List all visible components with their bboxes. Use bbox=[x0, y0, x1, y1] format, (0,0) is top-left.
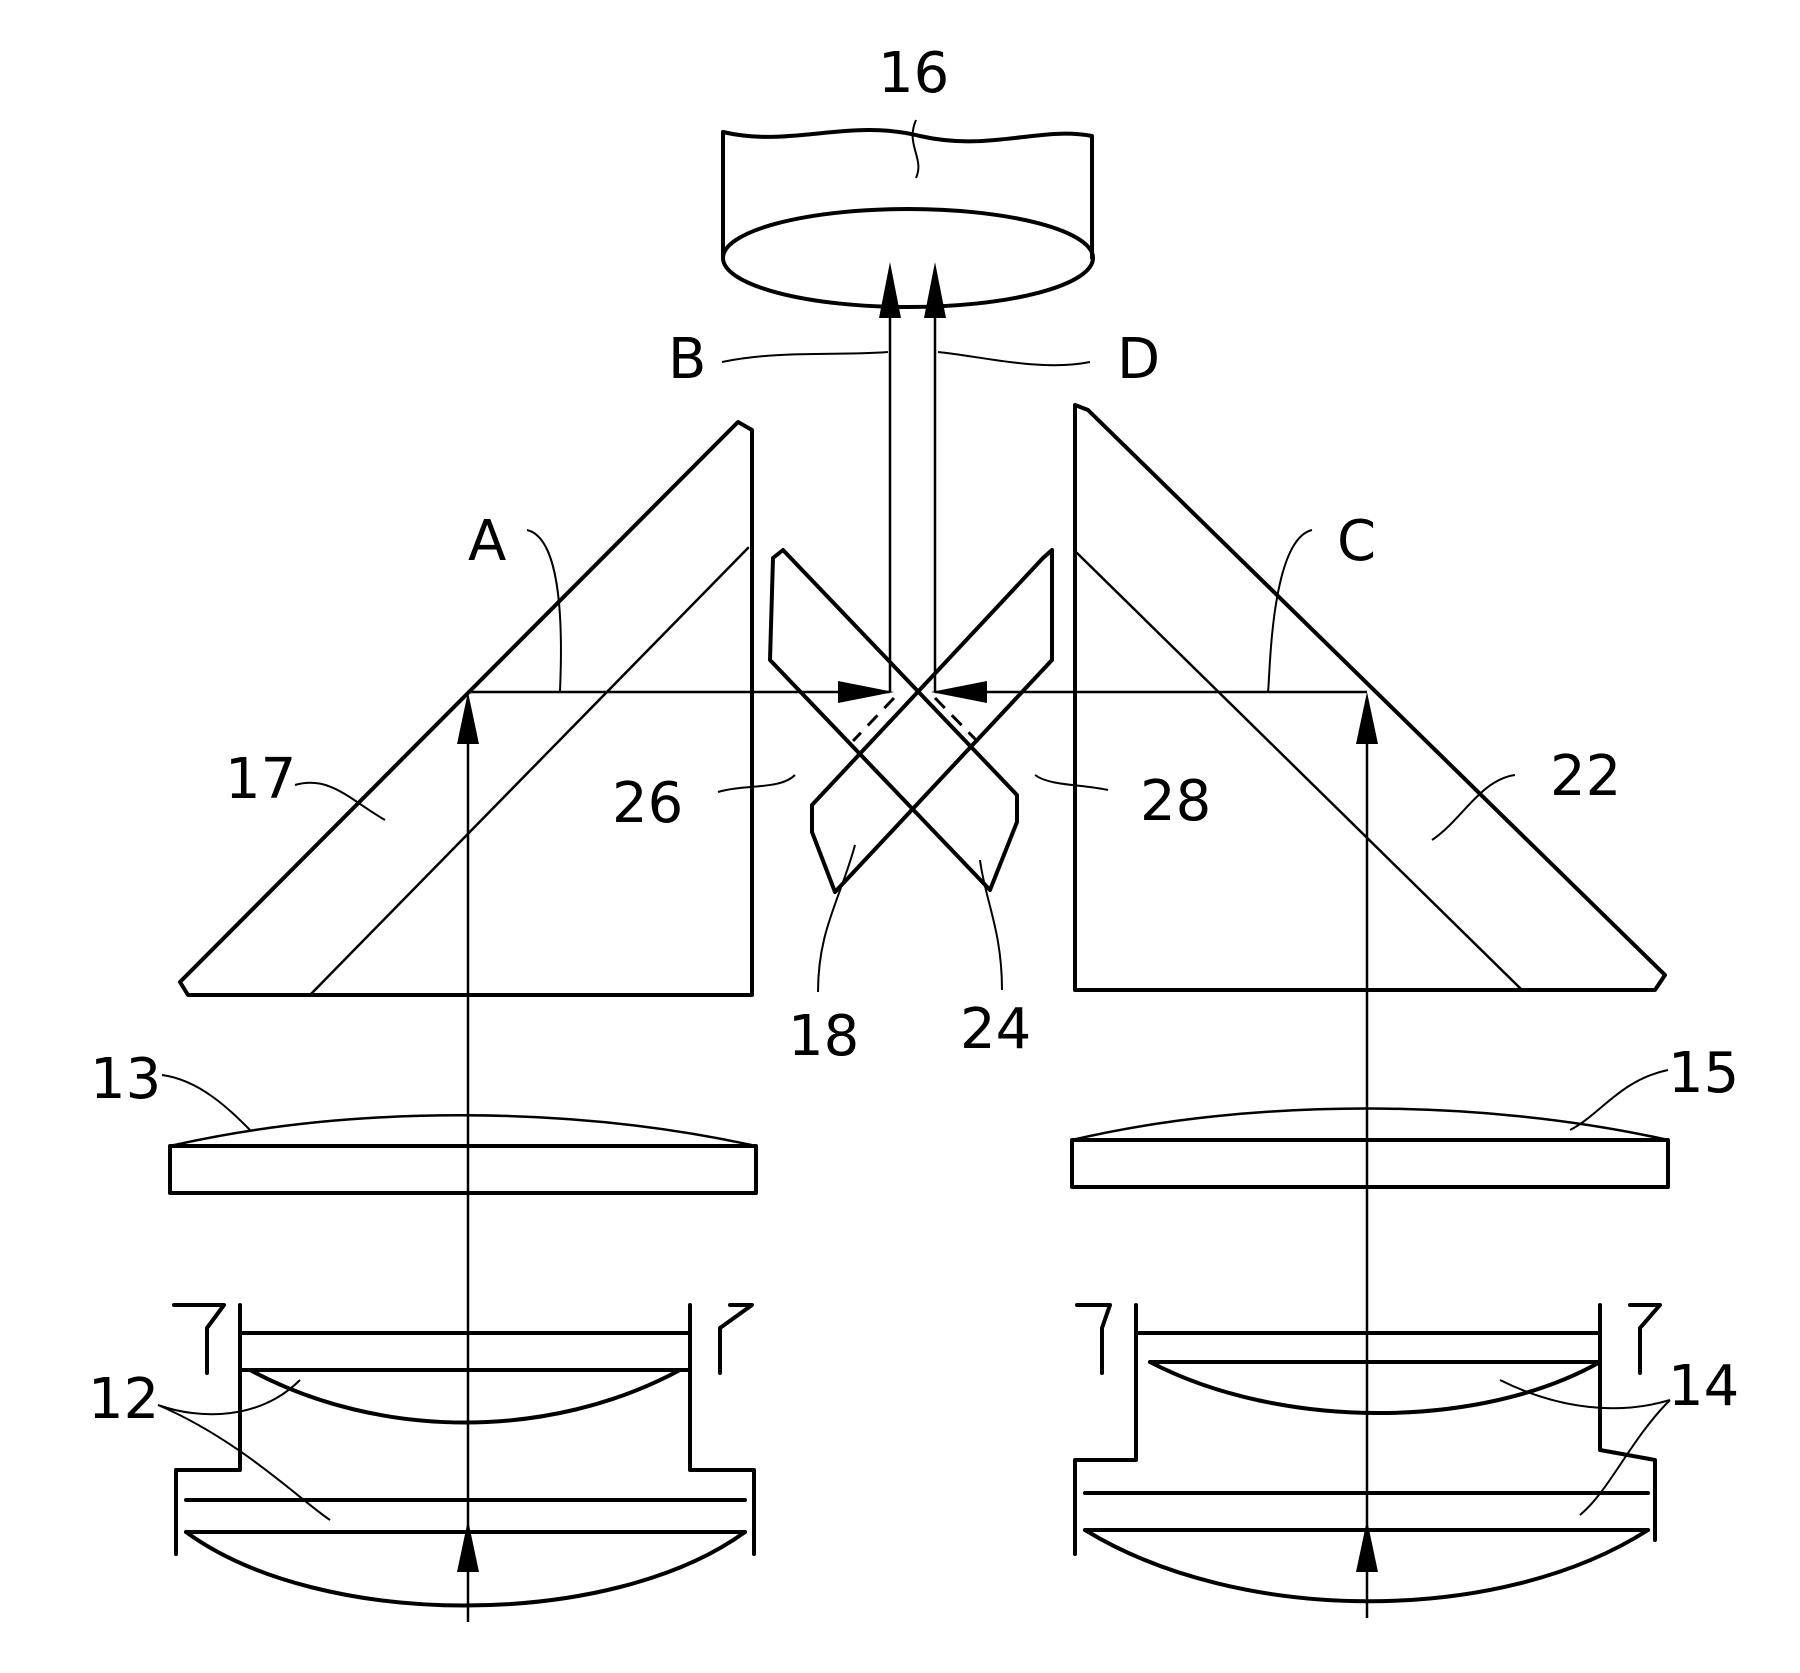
arrowhead-left-lower bbox=[457, 1520, 479, 1572]
label-18: 18 bbox=[788, 1004, 859, 1069]
arrowhead-left-upper bbox=[457, 692, 479, 744]
label-12: 12 bbox=[88, 1367, 159, 1432]
label-24: 24 bbox=[960, 997, 1031, 1062]
arrowhead-horizontal-left bbox=[838, 681, 894, 703]
label-14: 14 bbox=[1668, 1354, 1739, 1419]
label-d: D bbox=[1117, 327, 1160, 392]
arrowhead-right-lower bbox=[1356, 1520, 1378, 1572]
right-lens-15 bbox=[1070, 1107, 1670, 1189]
label-c: C bbox=[1337, 509, 1376, 574]
right-plate-24 bbox=[810, 548, 1054, 894]
arrowhead-horizontal-right bbox=[931, 681, 987, 703]
plate-dashed-line-right bbox=[933, 696, 980, 744]
label-28: 28 bbox=[1140, 769, 1211, 834]
arrowhead-b bbox=[879, 262, 901, 318]
label-16: 16 bbox=[878, 41, 949, 106]
leader-lines bbox=[157, 351, 1671, 1521]
label-13: 13 bbox=[90, 1047, 161, 1112]
label-b: B bbox=[668, 327, 706, 392]
label-26: 26 bbox=[612, 771, 683, 836]
plate-dashed-line-left bbox=[851, 696, 896, 743]
light-rays bbox=[457, 262, 1378, 1622]
left-lens-13 bbox=[168, 1114, 758, 1195]
label-17: 17 bbox=[225, 747, 296, 812]
arrowhead-d bbox=[924, 262, 946, 318]
left-prism-17 bbox=[178, 420, 754, 997]
label-22: 22 bbox=[1550, 744, 1621, 809]
arrowhead-right-upper bbox=[1356, 692, 1378, 744]
detector-16 bbox=[721, 119, 1095, 309]
left-plate-18 bbox=[768, 548, 1019, 892]
label-a: A bbox=[468, 509, 506, 574]
right-prism-22 bbox=[1073, 403, 1667, 992]
label-15: 15 bbox=[1668, 1041, 1739, 1106]
